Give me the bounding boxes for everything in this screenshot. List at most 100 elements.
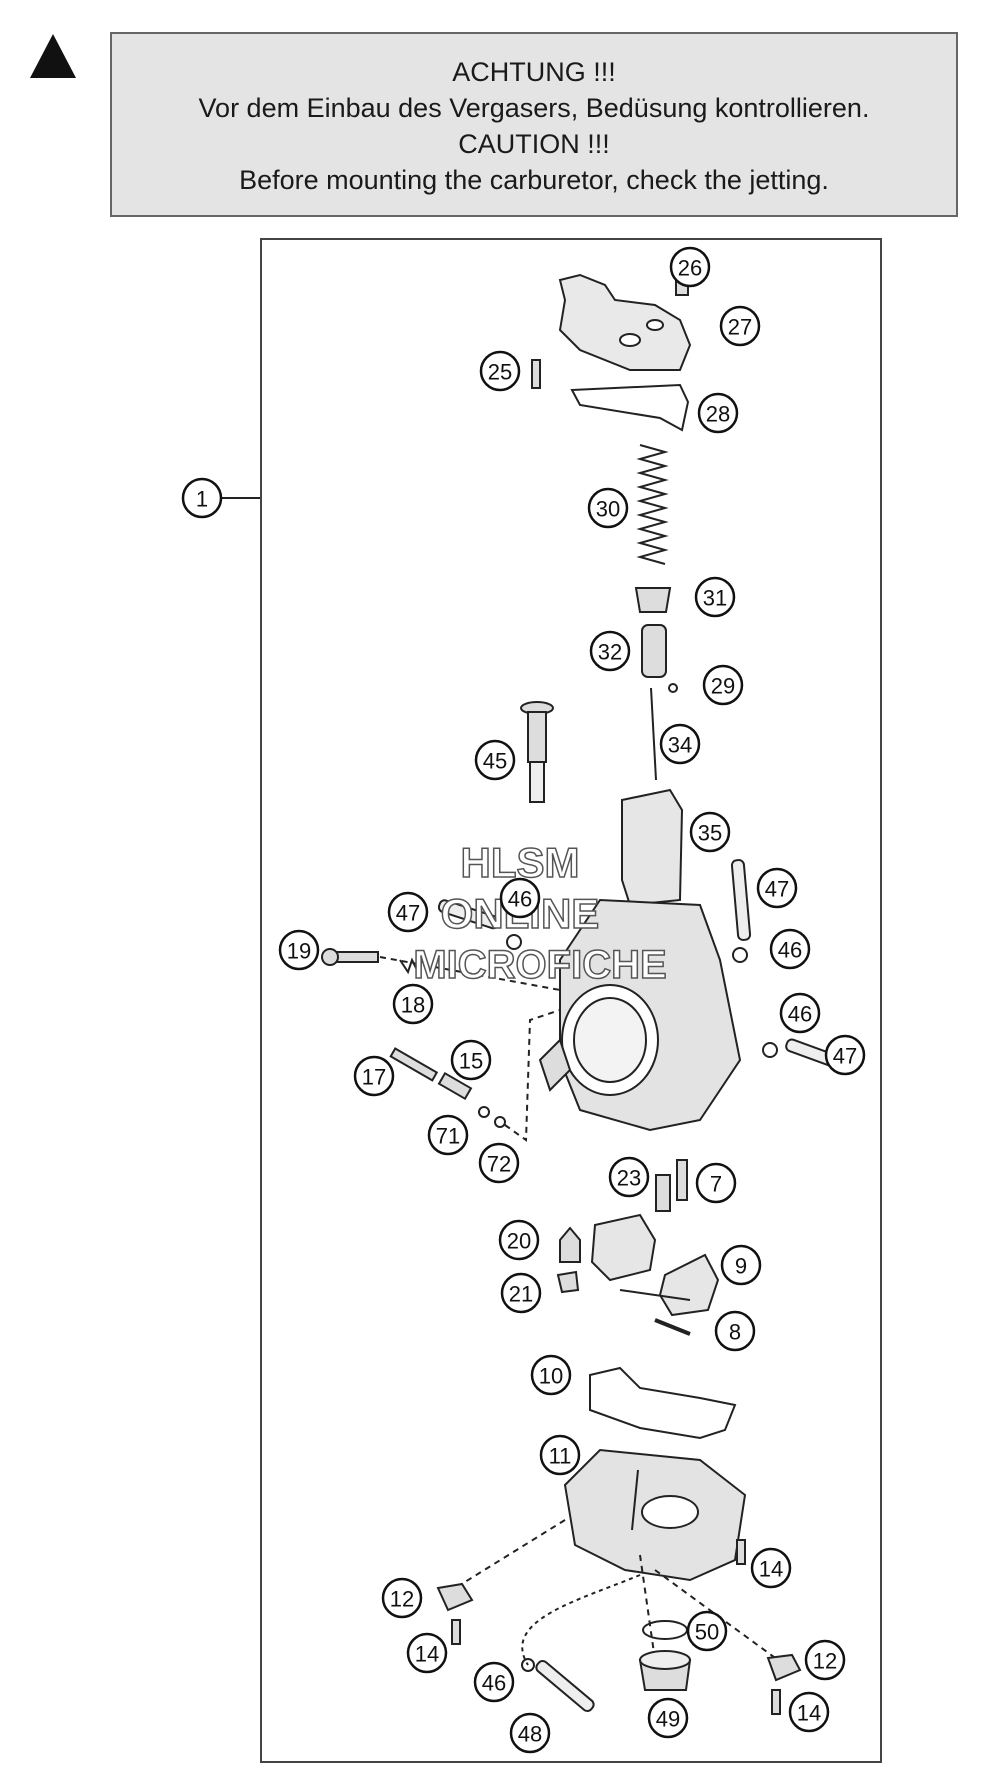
main-jet-part (655, 1174, 671, 1212)
carburetor-body-part (538, 898, 742, 1132)
callout-number: 46 (508, 887, 532, 912)
callout-number: 23 (617, 1166, 641, 1191)
callout-circle (499, 877, 541, 919)
callout-number: 12 (813, 1649, 837, 1674)
callout-number: 12 (390, 1587, 414, 1612)
callout-c12b: 12 (804, 1639, 846, 1681)
callout-number: 50 (695, 1620, 719, 1645)
callout-c25: 25 (479, 350, 521, 392)
cover-gasket-part (570, 383, 690, 432)
callout-circle (689, 811, 731, 853)
callout-number: 27 (728, 315, 752, 340)
top-cover-part (558, 273, 692, 371)
callout-circle (427, 1114, 469, 1156)
callout-number: 34 (668, 733, 692, 758)
callout-c46d: 46 (473, 1661, 515, 1703)
callout-c46b: 46 (769, 928, 811, 970)
callout-c10: 10 (530, 1354, 572, 1396)
callout-c14c: 14 (788, 1691, 830, 1733)
callout-number: 9 (735, 1254, 747, 1279)
idle-screw-part (389, 1047, 439, 1082)
bracket-plate-part-right (766, 1653, 802, 1682)
callout-number: 19 (287, 939, 311, 964)
callout-c46c: 46 (779, 992, 821, 1034)
callout-number: 14 (759, 1557, 783, 1582)
idle-adjust-screw-part (520, 701, 554, 803)
callout-number: 28 (706, 402, 730, 427)
callout-circle (473, 1661, 515, 1703)
callout-c34: 34 (659, 723, 701, 765)
callout-circle (608, 1156, 650, 1198)
callout-number: 7 (710, 1172, 722, 1197)
callout-c49: 49 (647, 1697, 689, 1739)
callout-circle (769, 928, 811, 970)
callout-number: 71 (436, 1124, 460, 1149)
callout-number: 25 (488, 360, 512, 385)
callout-number: 10 (539, 1364, 563, 1389)
needle-holder-part (641, 624, 667, 678)
float-pin-part (654, 1318, 691, 1336)
callout-circle (779, 992, 821, 1034)
callout-number: 46 (482, 1671, 506, 1696)
callout-c31: 31 (694, 576, 736, 618)
callout-c35: 35 (689, 811, 731, 853)
needle-clip-part (668, 683, 678, 693)
callout-c47b: 47 (387, 891, 429, 933)
callout-number: 47 (833, 1044, 857, 1069)
drain-o-ring-part (642, 1620, 688, 1640)
callout-circle (450, 1039, 492, 1081)
callout-c47c: 47 (824, 1034, 866, 1076)
o-ring-part (494, 1116, 506, 1128)
callout-c7: 7 (695, 1162, 737, 1204)
assembly-frame (260, 238, 882, 1763)
callout-number: 1 (196, 487, 208, 512)
callout-number: 17 (362, 1065, 386, 1090)
callout-number: 26 (678, 256, 702, 281)
callout-circle (353, 1055, 395, 1097)
callout-number: 49 (656, 1707, 680, 1732)
callout-c46a: 46 (499, 877, 541, 919)
needle-valve-part (559, 1226, 581, 1263)
callout-c27: 27 (719, 305, 761, 347)
callout-c17: 17 (353, 1055, 395, 1097)
callout-circle (587, 487, 629, 529)
callout-circle (686, 1610, 728, 1652)
callout-circle (181, 477, 223, 519)
callout-circle (669, 246, 711, 288)
float-part (590, 1213, 720, 1317)
overflow-hose-part-upper (730, 859, 752, 941)
notice-line-3: CAUTION !!! (458, 129, 610, 159)
callout-number: 48 (518, 1722, 542, 1747)
callout-number: 14 (415, 1642, 439, 1667)
callout-c23: 23 (608, 1156, 650, 1198)
watermark-line-3: MICROFICHE (413, 943, 666, 987)
hose-clamp-part-a (506, 934, 522, 950)
callout-c50: 50 (686, 1610, 728, 1652)
warning-triangle-icon (30, 34, 76, 78)
bowl-screw-part-right (771, 1689, 781, 1715)
float-bowl-gasket-part (589, 1366, 737, 1440)
callout-c12a: 12 (381, 1577, 423, 1619)
callout-c48: 48 (509, 1712, 551, 1754)
callout-circle (702, 664, 744, 706)
callout-circle (720, 1244, 762, 1286)
callout-number: 14 (797, 1701, 821, 1726)
callout-c45: 45 (474, 739, 516, 781)
callout-number: 15 (459, 1049, 483, 1074)
callout-number: 11 (549, 1444, 572, 1469)
callout-c26: 26 (669, 246, 711, 288)
float-bowl-part (563, 1448, 747, 1582)
callout-circle (804, 1639, 846, 1681)
callout-number: 8 (729, 1320, 741, 1345)
vent-hose-part-left (437, 899, 500, 930)
slide-spring-part (636, 444, 669, 565)
callout-c18: 18 (392, 983, 434, 1025)
callout-number: 31 (703, 586, 727, 611)
idle-screw-spring-part (437, 1071, 473, 1101)
callout-c32: 32 (589, 630, 631, 672)
air-screw-spring-part (399, 957, 429, 975)
callout-c14b: 14 (406, 1632, 448, 1674)
callout-circle (788, 1691, 830, 1733)
callout-number: 21 (509, 1282, 533, 1307)
